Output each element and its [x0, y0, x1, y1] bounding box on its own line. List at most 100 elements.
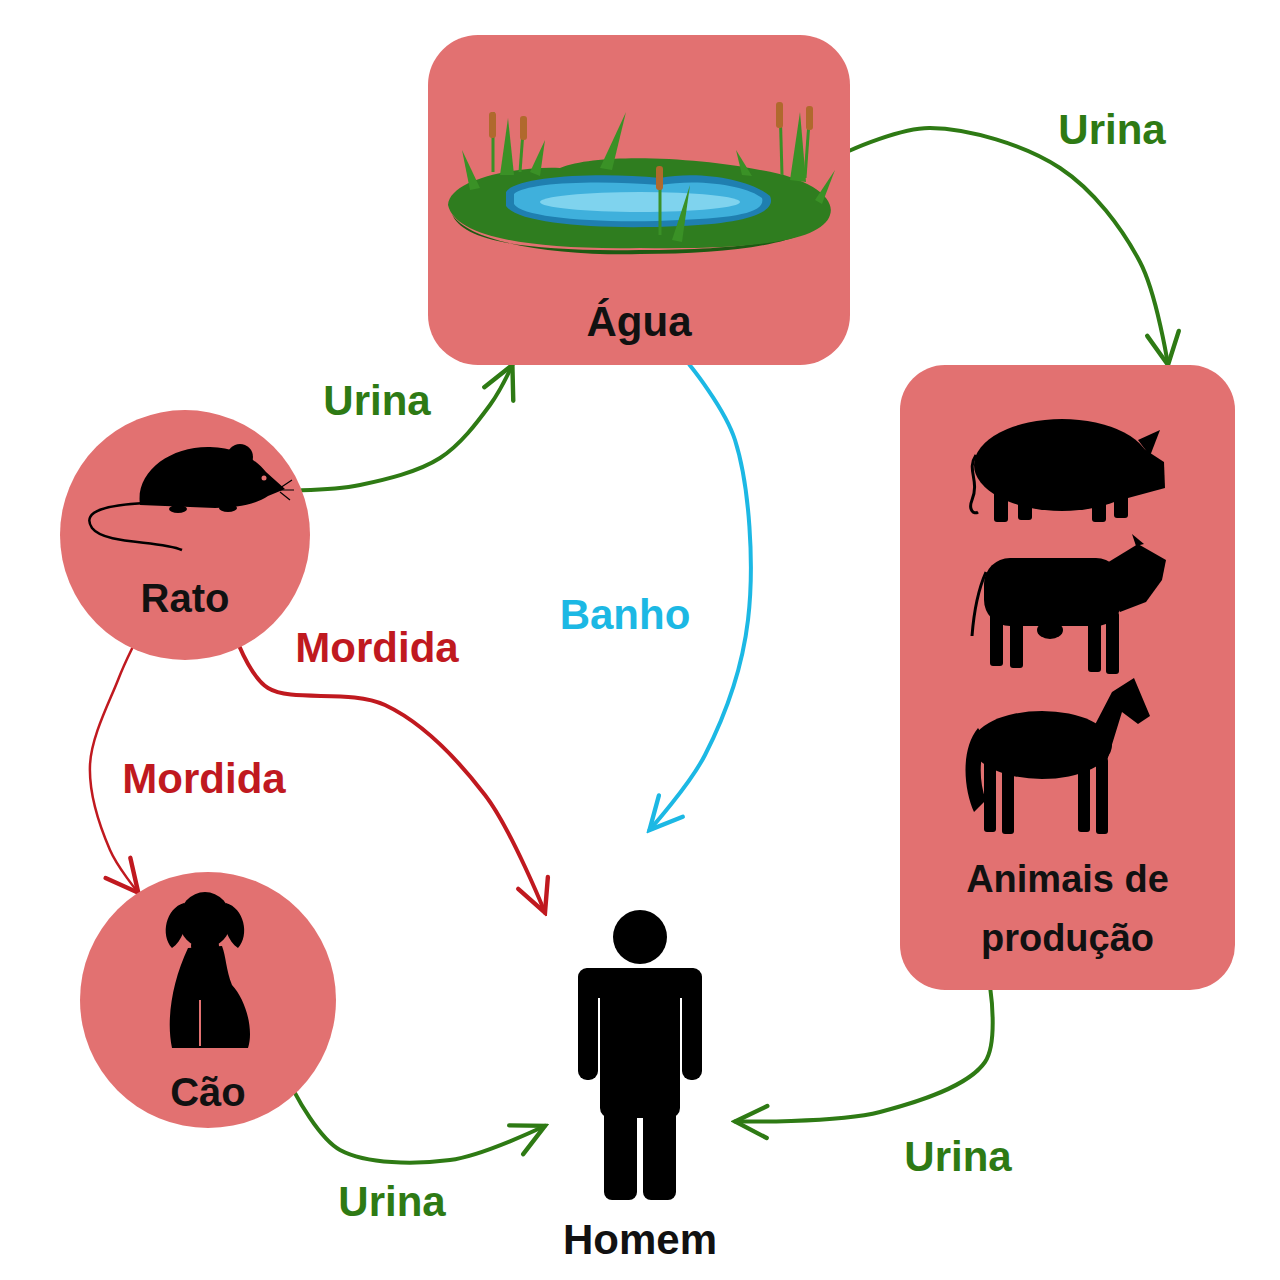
dog-snout: [191, 935, 219, 957]
grass-blade: [672, 185, 690, 242]
person-icon: [578, 910, 702, 1200]
cattail-head: [520, 116, 527, 140]
rat-ear: [227, 444, 253, 470]
livestock-box: Animais de produção: [900, 365, 1235, 990]
person-torso: [600, 968, 680, 1118]
pig-tail: [971, 455, 978, 513]
pig-body: [974, 419, 1150, 511]
person-figure: Homem: [545, 830, 735, 1265]
dog-head: [179, 892, 231, 948]
route-label: Urina: [334, 1178, 449, 1226]
pond-water: [506, 175, 771, 227]
route-label: Banho: [556, 591, 695, 639]
route-label: Urina: [319, 377, 434, 425]
pig-leg: [1114, 488, 1128, 518]
cattail-stem: [659, 168, 662, 235]
circle-fill: [60, 410, 310, 660]
horse-tail: [966, 728, 987, 812]
pig-silhouette: [971, 419, 1165, 522]
cow-horn: [1132, 534, 1144, 546]
dog-silhouette: [166, 892, 250, 1048]
dog-ear: [166, 903, 190, 948]
cow-tail: [972, 572, 986, 636]
pig-head: [1118, 432, 1165, 498]
person-arm: [578, 968, 598, 1080]
cattail-stem: [805, 108, 810, 178]
cattail-head: [776, 102, 783, 128]
cattail-stem: [520, 118, 524, 172]
reservoir-box: Água: [428, 35, 850, 365]
horse-leg: [1096, 758, 1108, 834]
cow-leg: [990, 612, 1003, 666]
person-head: [613, 910, 667, 964]
transmission-arrow: [295, 1094, 545, 1163]
circle-outline: [60, 410, 310, 660]
cattail-stem: [492, 112, 495, 172]
circle-fill: [80, 872, 336, 1128]
cattail-stem: [780, 104, 782, 175]
route-label: Urina: [1054, 106, 1169, 154]
cow-leg: [1088, 612, 1101, 672]
host-circle: Rato: [60, 410, 310, 660]
node-label: Cão: [170, 1068, 246, 1116]
cow-silhouette: [972, 534, 1166, 674]
grass-blade: [790, 112, 806, 182]
horse-body: [972, 711, 1112, 779]
route-label: Urina: [900, 1133, 1015, 1181]
person-leg: [604, 1100, 637, 1200]
horse-silhouette: [966, 678, 1151, 834]
grass-blade: [600, 112, 626, 170]
transmission-arrow: [735, 990, 993, 1122]
horse-leg: [1002, 760, 1014, 834]
pond-illustration: [448, 102, 835, 254]
pig-ear: [1138, 430, 1160, 456]
route-label: Mordida: [291, 624, 462, 672]
dog-body: [170, 946, 250, 1048]
transmission-arrow: [302, 365, 513, 490]
grass-blade: [530, 140, 545, 176]
rat-body: [140, 447, 285, 508]
rat-foot: [219, 504, 237, 512]
person-arm: [682, 968, 702, 1080]
cow-leg: [1106, 612, 1119, 674]
pig-leg: [1018, 490, 1032, 520]
host-circle: Cão: [80, 872, 336, 1128]
node-label: Homem: [563, 1215, 717, 1265]
person-leg: [643, 1100, 676, 1200]
horse-leg: [984, 760, 996, 832]
pond-water-surface: [514, 182, 762, 221]
transmission-arrow: [850, 128, 1168, 365]
person-shoulders: [578, 968, 702, 998]
cow-leg: [1010, 612, 1023, 668]
pig-leg: [1092, 490, 1106, 522]
rat-foot: [169, 505, 187, 513]
rat-silhouette: [89, 444, 294, 550]
pond-highlight: [540, 192, 740, 212]
grass-blade: [462, 150, 480, 190]
dog-leg-gap: [199, 1000, 201, 1046]
node-label: Animais de produção: [920, 850, 1215, 968]
dog-ear: [220, 903, 244, 948]
cattail-head: [806, 106, 813, 130]
horse-neck: [1086, 678, 1150, 764]
cattail-head: [656, 166, 663, 190]
pond-rim: [452, 214, 828, 254]
cow-body: [984, 558, 1122, 626]
cow-head: [1102, 544, 1166, 612]
rat-whiskers: [280, 480, 294, 500]
node-label: Água: [587, 297, 692, 347]
cattail-head: [489, 112, 496, 138]
pond-grass: [448, 158, 831, 248]
cow-udder: [1037, 621, 1063, 639]
route-label: Mordida: [118, 755, 289, 803]
rat-eye: [262, 476, 267, 481]
rat-tail: [89, 503, 182, 550]
horse-leg: [1078, 760, 1090, 832]
grass-blade: [736, 150, 752, 176]
node-label: Rato: [141, 574, 230, 622]
pig-leg: [994, 490, 1008, 522]
grass-blade: [500, 118, 514, 175]
grass-blade: [815, 170, 835, 204]
